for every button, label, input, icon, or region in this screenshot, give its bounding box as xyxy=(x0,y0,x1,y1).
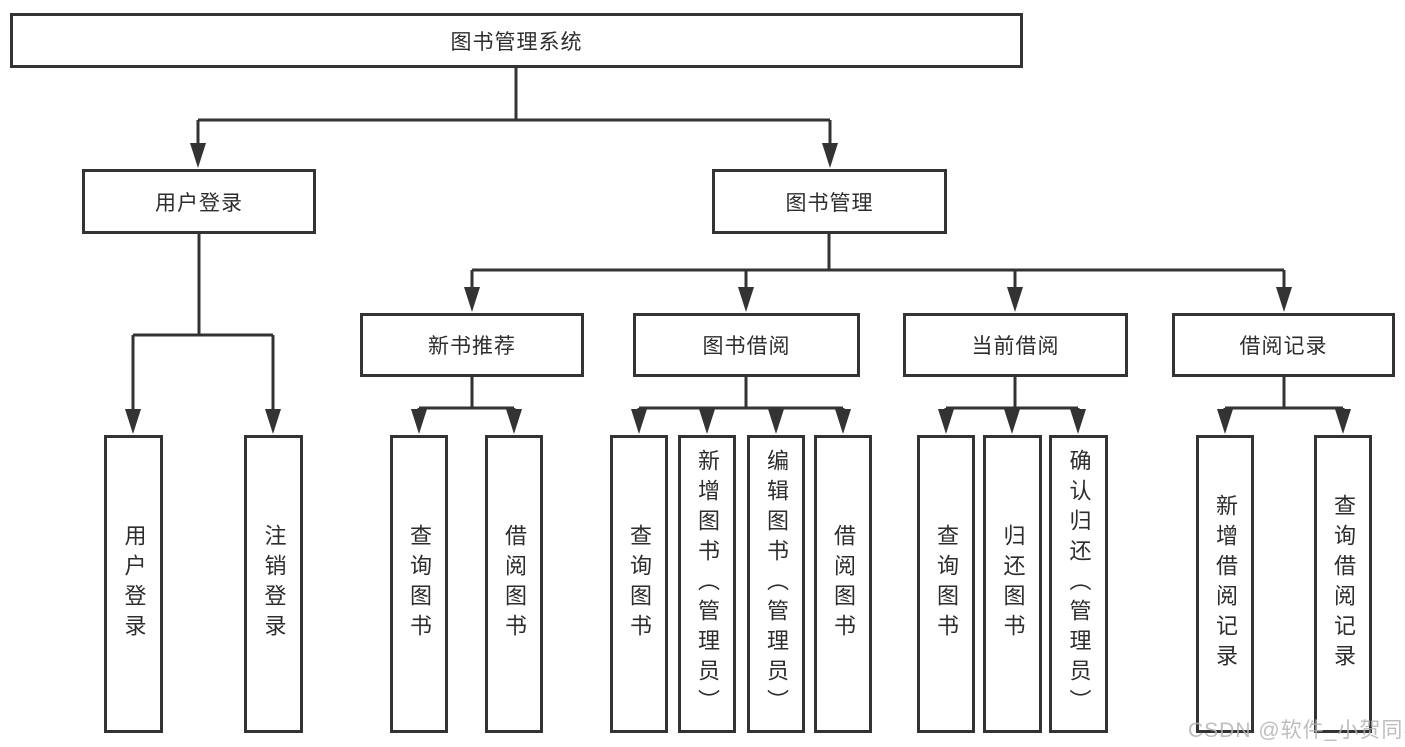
arrowheads-userlogin-leaves xyxy=(125,409,281,434)
leaf-label: 借阅图书 xyxy=(502,524,527,644)
leaf-return-books: 归还图书 xyxy=(983,435,1042,733)
leaf-edit-books-admin: 编辑图书（管理员） xyxy=(747,435,805,733)
leaf-user-login: 用户登录 xyxy=(104,435,163,733)
arrowheads-borrowing-leaves xyxy=(631,409,851,434)
leaf-query-books-borrowing: 查询图书 xyxy=(610,435,668,733)
node-label: 借阅记录 xyxy=(1239,335,1328,358)
arrowheads-newbooks-leaves xyxy=(411,409,522,434)
node-user-login: 用户登录 xyxy=(82,169,316,234)
leaf-label: 查询借阅记录 xyxy=(1331,494,1356,674)
leaf-logout: 注销登录 xyxy=(244,435,303,733)
node-label: 图书借阅 xyxy=(702,335,791,358)
edge-records-to-leaves xyxy=(1223,377,1345,412)
edge-bookmgmt-to-level3 xyxy=(470,234,1286,291)
node-label: 图书管理系统 xyxy=(450,30,583,54)
arrowheads-level2 xyxy=(190,143,838,168)
node-label: 新书推荐 xyxy=(428,335,516,358)
leaf-label: 查询图书 xyxy=(934,524,959,644)
node-current-borrowing: 当前借阅 xyxy=(903,313,1128,377)
node-label: 图书管理 xyxy=(785,191,874,215)
node-library-management-system: 图书管理系统 xyxy=(10,13,1023,68)
leaf-borrow-books-recommend: 借阅图书 xyxy=(485,435,543,733)
leaf-label: 借阅图书 xyxy=(831,524,856,644)
leaf-add-borrow-record: 新增借阅记录 xyxy=(1196,435,1254,733)
leaf-query-books-recommend: 查询图书 xyxy=(390,435,448,733)
edge-root-to-level2 xyxy=(196,68,832,148)
node-new-book-recommend: 新书推荐 xyxy=(360,313,584,377)
arrowheads-level3 xyxy=(464,287,1292,312)
leaf-query-books-current: 查询图书 xyxy=(917,435,975,733)
leaf-label: 新增借阅记录 xyxy=(1213,494,1238,674)
edge-borrowing-to-leaves xyxy=(637,377,845,412)
leaf-label: 新增图书（管理员） xyxy=(695,449,720,719)
leaf-borrow-books: 借阅图书 xyxy=(814,435,872,733)
edge-current-to-leaves xyxy=(944,377,1080,412)
leaf-label: 查询图书 xyxy=(627,524,652,644)
node-book-borrowing: 图书借阅 xyxy=(633,313,860,377)
leaf-label: 注销登录 xyxy=(261,524,287,644)
node-label: 用户登录 xyxy=(155,191,243,215)
csdn-watermark: CSDN @软件_小贺同学 xyxy=(1188,719,1405,742)
node-borrowing-records: 借阅记录 xyxy=(1172,313,1395,377)
leaf-query-borrow-record: 查询借阅记录 xyxy=(1314,435,1372,733)
leaf-confirm-return-admin: 确认归还（管理员） xyxy=(1049,435,1108,733)
leaf-add-books-admin: 新增图书（管理员） xyxy=(678,435,736,733)
leaf-label: 确认归还（管理员） xyxy=(1066,449,1092,719)
arrowheads-current-leaves xyxy=(938,409,1086,434)
arrowheads-records-leaves xyxy=(1217,409,1351,434)
edge-userlogin-to-leaves xyxy=(131,234,275,413)
leaf-label: 归还图书 xyxy=(1000,524,1026,644)
leaf-label: 用户登录 xyxy=(121,524,147,644)
leaf-label: 查询图书 xyxy=(407,524,432,644)
leaf-label: 编辑图书（管理员） xyxy=(764,449,789,719)
edge-newbooks-to-leaves xyxy=(417,377,516,412)
node-book-management: 图书管理 xyxy=(712,169,947,234)
node-label: 当前借阅 xyxy=(971,335,1060,358)
